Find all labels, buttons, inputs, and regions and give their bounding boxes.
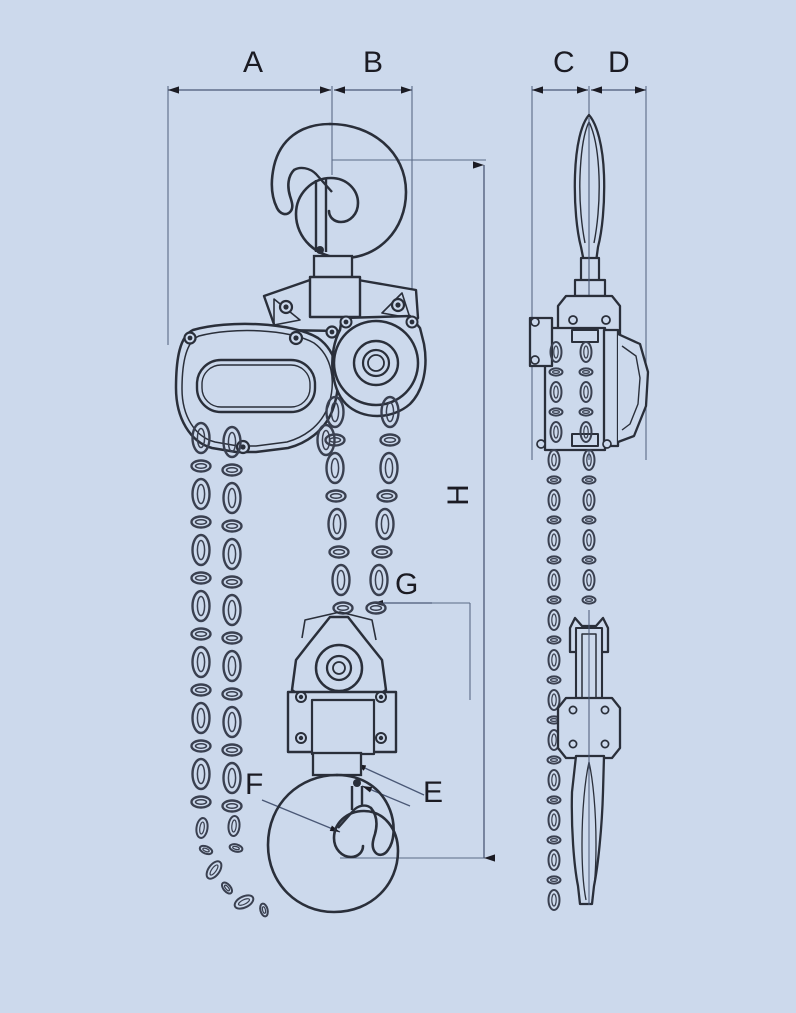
dimension-label-G: G [395, 568, 419, 601]
bottom-hook-side [570, 754, 606, 906]
front-view [174, 122, 427, 919]
dimension-lines [168, 86, 646, 862]
hand-wheel-cover [174, 322, 340, 454]
bottom-hook-latch-pin [353, 779, 361, 787]
bottom-hook [266, 773, 400, 914]
bottom-block-bolts [295, 691, 387, 744]
side-view [528, 113, 650, 911]
dimension-label-F: F [245, 768, 264, 801]
bottom-hook-shank [311, 751, 363, 777]
top-hook [270, 122, 408, 260]
hoist-body-side [528, 316, 650, 452]
dimension-label-A: A [243, 46, 264, 79]
dimension-label-E: E [423, 776, 444, 809]
dimension-label-B: B [363, 46, 384, 79]
leader-line-F [261, 799, 341, 833]
load-chain-wheel-center [367, 354, 385, 372]
dimension-label-D: D [608, 46, 630, 79]
top-hook-latch-pin [316, 246, 324, 254]
gear-housing-bolts [339, 315, 419, 329]
bottom-block-sheave-center [332, 661, 346, 675]
leader-line-E [355, 763, 425, 796]
bottom-hook-latch [337, 786, 372, 829]
top-hook-latch [293, 166, 333, 252]
dimension-label-C: C [553, 46, 575, 79]
leader-line-E2 [361, 785, 411, 807]
dimension-label-H: H [441, 484, 475, 506]
